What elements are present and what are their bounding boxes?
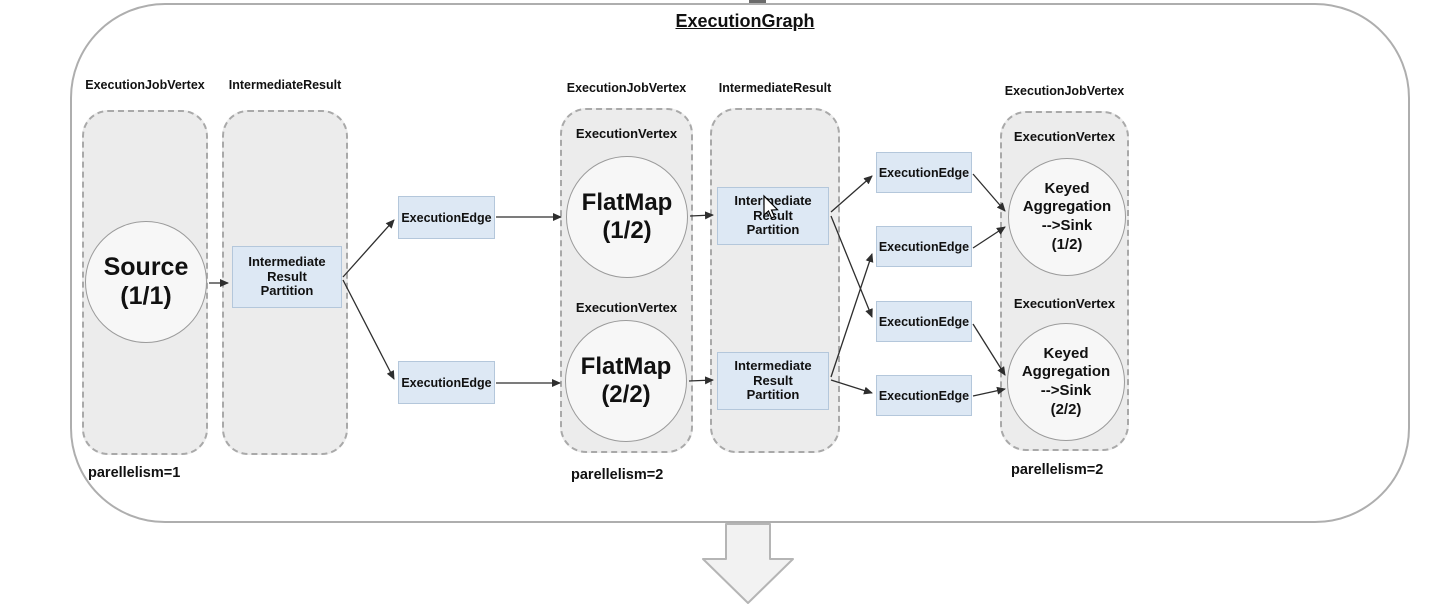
label-intermediateresult-source: IntermediateResult	[228, 78, 342, 92]
box-executionedge-right-2: ExecutionEdge	[876, 226, 972, 267]
label-executionvertex-flatmap1: ExecutionVertex	[575, 126, 678, 141]
label-parallelism-source: parellelism=1	[88, 465, 181, 481]
box-executionedge-left-2: ExecutionEdge	[398, 361, 495, 404]
node-source: Source (1/1)	[85, 221, 207, 343]
box-executionedge-left-1: ExecutionEdge	[398, 196, 495, 239]
label-intermediateresult-flatmap: IntermediateResult	[718, 81, 832, 95]
label-parallelism-flatmap: parellelism=2	[571, 467, 664, 483]
label-executionjobvertex-flatmap: ExecutionJobVertex	[566, 81, 687, 95]
big-down-arrow	[702, 523, 794, 604]
node-flatmap-2: FlatMap (2/2)	[565, 320, 687, 442]
box-intermediate-result-partition-flatmap2: Intermediate Result Partition	[717, 352, 829, 410]
box-executionedge-right-4: ExecutionEdge	[876, 375, 972, 416]
box-intermediate-result-partition-source: Intermediate Result Partition	[232, 246, 342, 308]
label-executionjobvertex-source: ExecutionJobVertex	[85, 78, 205, 92]
node-keyed-agg-sink-1: Keyed Aggregation -->Sink (1/2)	[1008, 158, 1126, 276]
label-executionjobvertex-sink: ExecutionJobVertex	[1004, 84, 1125, 98]
box-executionedge-right-3: ExecutionEdge	[876, 301, 972, 342]
node-keyed-agg-sink-2: Keyed Aggregation -->Sink (2/2)	[1007, 323, 1125, 441]
box-executionedge-right-1: ExecutionEdge	[876, 152, 972, 193]
label-parallelism-sink: parellelism=2	[1011, 462, 1104, 478]
box-intermediate-result-partition-flatmap1: Intermediate Result Partition	[717, 187, 829, 245]
node-flatmap-1: FlatMap (1/2)	[566, 156, 688, 278]
label-executionvertex-sink1: ExecutionVertex	[1013, 129, 1116, 144]
diagram-title: ExecutionGraph	[675, 11, 815, 31]
label-executionvertex-flatmap2: ExecutionVertex	[575, 300, 678, 315]
label-executionvertex-sink2: ExecutionVertex	[1013, 296, 1116, 311]
